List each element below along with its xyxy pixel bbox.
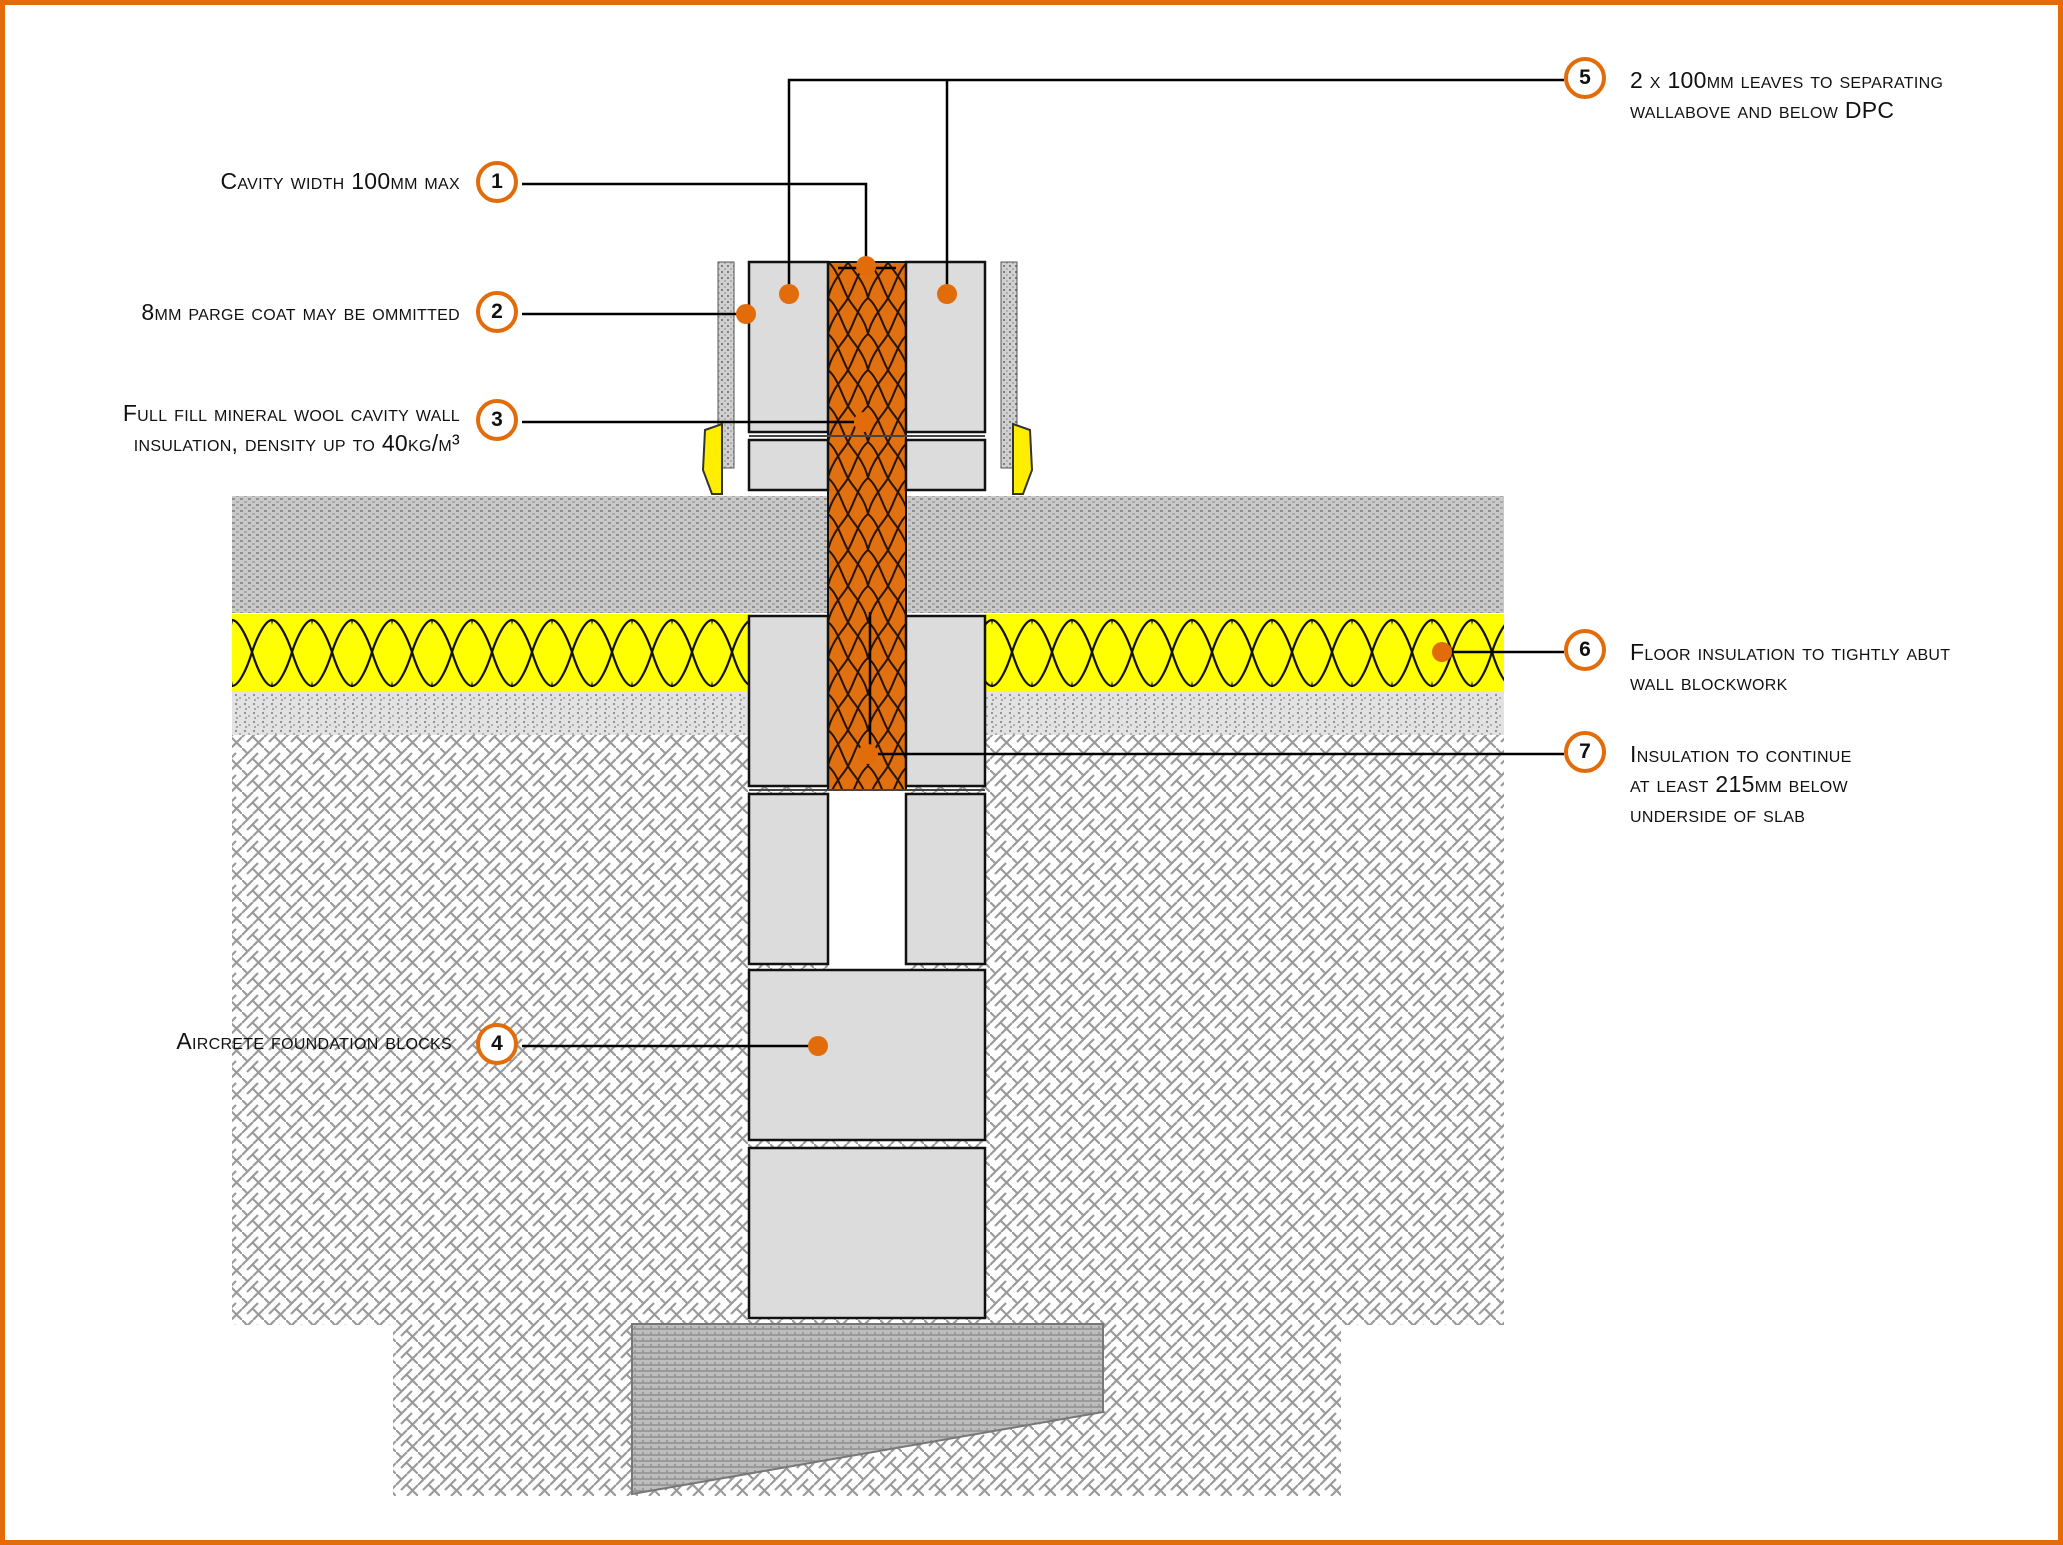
block-lower-right	[904, 792, 987, 966]
callout-badge-7: 7	[1564, 731, 1606, 773]
parge-coat-right	[1000, 261, 1018, 469]
callout-label-4: Aircrete foundation blocks	[176, 1026, 452, 1056]
callout-2-line-1: 8mm parge coat may be ommitted	[141, 299, 460, 325]
block-lower-left	[747, 792, 830, 966]
skirting-left	[701, 422, 723, 495]
sub-base-right	[986, 692, 1504, 735]
callout-3-line-1: Full fill mineral wool cavity wall	[122, 400, 460, 426]
cavity-below	[828, 790, 906, 970]
skirting-right	[1012, 422, 1034, 495]
sub-base-left	[232, 692, 750, 735]
marker-dot-7	[858, 744, 878, 764]
marker-dot-5b	[937, 284, 957, 304]
block-dpc-left	[747, 438, 830, 492]
marker-dot-4	[808, 1036, 828, 1056]
leader-1	[522, 182, 868, 262]
callout-badge-2: 2	[476, 291, 518, 333]
callout-badge-1: 1	[476, 161, 518, 203]
callout-5-line-1: 2 x 100mm leaves to separating	[1630, 67, 1944, 93]
callout-6-line-1: Floor insulation to tightly abut	[1630, 639, 1951, 665]
callout-badge-5: 5	[1564, 57, 1606, 99]
blockwork	[747, 260, 987, 1320]
foundation-block-lower	[747, 1146, 987, 1320]
callout-1-line-1: Cavity width 100mm max	[220, 168, 460, 194]
marker-dot-5a	[779, 284, 799, 304]
marker-dot-1	[856, 256, 876, 276]
block-slab-left	[747, 614, 830, 788]
dpc-lines	[749, 435, 985, 791]
callout-7-line-1: Insulation to continue	[1630, 741, 1852, 767]
callout-label-6: Floor insulation to tightly abut wall bl…	[1630, 637, 1950, 697]
floor-insulation-left	[232, 614, 750, 692]
marker-dot-3	[854, 412, 874, 432]
callout-5-line-2: wallabove and below DPC	[1630, 97, 1895, 123]
callout-6-line-2: wall blockwork	[1630, 669, 1788, 695]
cavity-insulation	[827, 261, 907, 791]
callout-badge-6: 6	[1564, 629, 1606, 671]
callout-3-line-2: insulation, density up to 40kg/m³	[133, 430, 460, 456]
callout-4-line-1: Aircrete foundation blocks	[176, 1028, 452, 1054]
leader-5a	[787, 78, 1564, 294]
floor-insulation-right	[986, 614, 1504, 692]
concrete-footing	[631, 1323, 1104, 1496]
marker-dot-6	[1432, 642, 1452, 662]
foundation-block-upper	[747, 968, 987, 1142]
callout-7-line-3: underside of slab	[1630, 801, 1806, 827]
callout-label-5: 2 x 100mm leaves to separating wallabove…	[1630, 65, 1943, 125]
callout-label-7: Insulation to continue at least 215mm be…	[1630, 739, 1852, 829]
callout-label-1: Cavity width 100mm max	[220, 166, 460, 196]
callout-label-2: 8mm parge coat may be ommitted	[141, 297, 460, 327]
callout-7-line-2: at least 215mm below	[1630, 771, 1848, 797]
marker-dot-2	[736, 304, 756, 324]
callout-badge-3: 3	[476, 399, 518, 441]
block-slab-right	[904, 614, 987, 788]
callout-badge-4: 4	[476, 1023, 518, 1065]
block-dpc-right	[904, 438, 987, 492]
callout-label-3: Full fill mineral wool cavity wall insul…	[123, 398, 460, 458]
